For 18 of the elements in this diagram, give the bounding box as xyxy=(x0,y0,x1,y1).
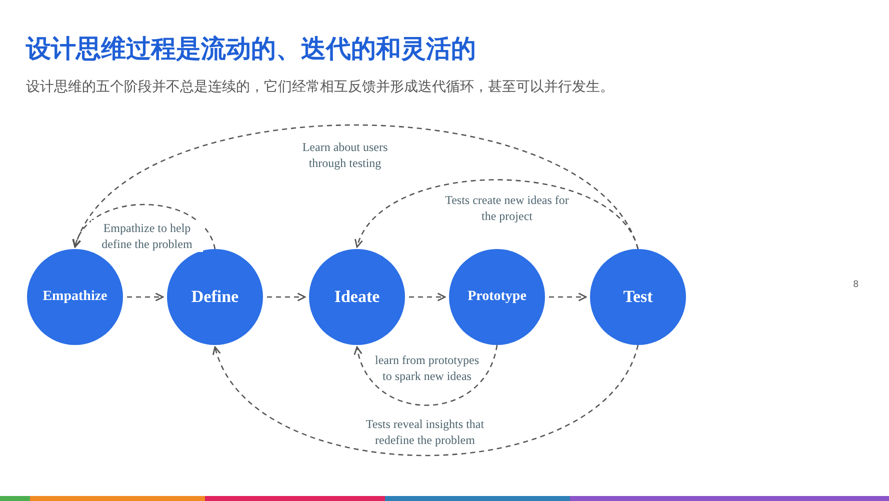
dashed-arrow xyxy=(549,292,587,302)
stage-circle: Define xyxy=(167,249,263,345)
dashed-arrow xyxy=(354,344,498,406)
dashed-arrow xyxy=(267,292,306,302)
subtitle: 设计思维的五个阶段并不总是连续的，它们经常相互反馈并形成迭代循环，甚至可以并行发生。 xyxy=(26,78,614,96)
dashed-arrow xyxy=(127,292,164,302)
dashed-arrow xyxy=(356,179,639,250)
dashed-arrow xyxy=(409,292,446,302)
dashed-arrow xyxy=(214,344,639,456)
stage-circle: Test xyxy=(590,249,686,345)
stage-circle: Ideate xyxy=(309,249,405,345)
stage-circle: Empathize xyxy=(27,249,123,345)
title: 设计思维过程是流动的、迭代的和灵活的 xyxy=(26,33,476,65)
stage-circle: Prototype xyxy=(449,249,545,345)
dashed-arrow xyxy=(74,124,639,250)
dashed-arrow xyxy=(73,204,216,250)
page-number: 8 xyxy=(853,280,859,290)
edge-label: Empathize to help define the problem xyxy=(91,220,203,252)
